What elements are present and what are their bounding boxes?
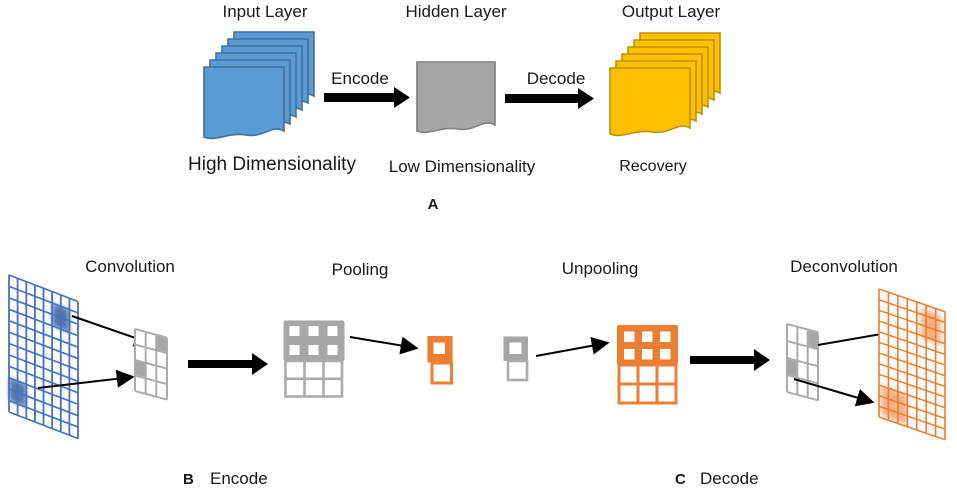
panel-c-caption: Decode [700,469,759,488]
deconvolution-label: Deconvolution [790,257,898,276]
output-layer-stack-icon [609,32,721,137]
panel-c-label: C [675,471,686,488]
convolution-label: Convolution [85,257,175,276]
input-layer-title: Input Layer [222,2,308,21]
input-caption: High Dimensionality [188,154,356,175]
pooling-feature-map-icon [283,320,345,398]
panel-b-caption: Encode [210,469,268,488]
unpool-to-deconv-arrow-icon [690,349,770,371]
panel-b-label: B [183,471,194,488]
output-feature-grid-icon [878,288,946,441]
conv-to-pool-arrow-icon [188,353,268,375]
convolved-feature-grid-icon [134,328,168,401]
input-layer-stack-icon [203,31,315,140]
decode-arrow-label: Decode [526,69,586,88]
hidden-layer-page-icon [416,61,496,134]
input-feature-grid-icon [8,274,79,440]
hidden-caption: Low Dimensionality [388,157,536,176]
pooling-label: Pooling [331,260,389,279]
panel-a-label: A [427,196,439,213]
unpooled-feature-map-icon [617,325,678,405]
decode-arrow-icon [505,88,594,109]
unpooling-arrow-icon [535,336,610,357]
deconvolution-kernel-grid-icon [786,323,819,402]
deconvolution-arrow-bottom-icon [793,378,875,407]
output-layer-title: Output Layer [621,2,721,21]
pooling-arrow-icon [349,336,419,355]
encode-arrow-label: Encode [331,69,389,88]
pooled-cell-icon [427,336,453,385]
encode-arrow-icon [324,87,410,108]
hidden-layer-title: Hidden Layer [405,2,507,21]
output-caption: Recovery [619,158,687,175]
convolution-arrow-bottom-icon [37,369,135,389]
unpooling-label: Unpooling [561,259,639,278]
unpooling-input-cell-icon [503,336,529,382]
